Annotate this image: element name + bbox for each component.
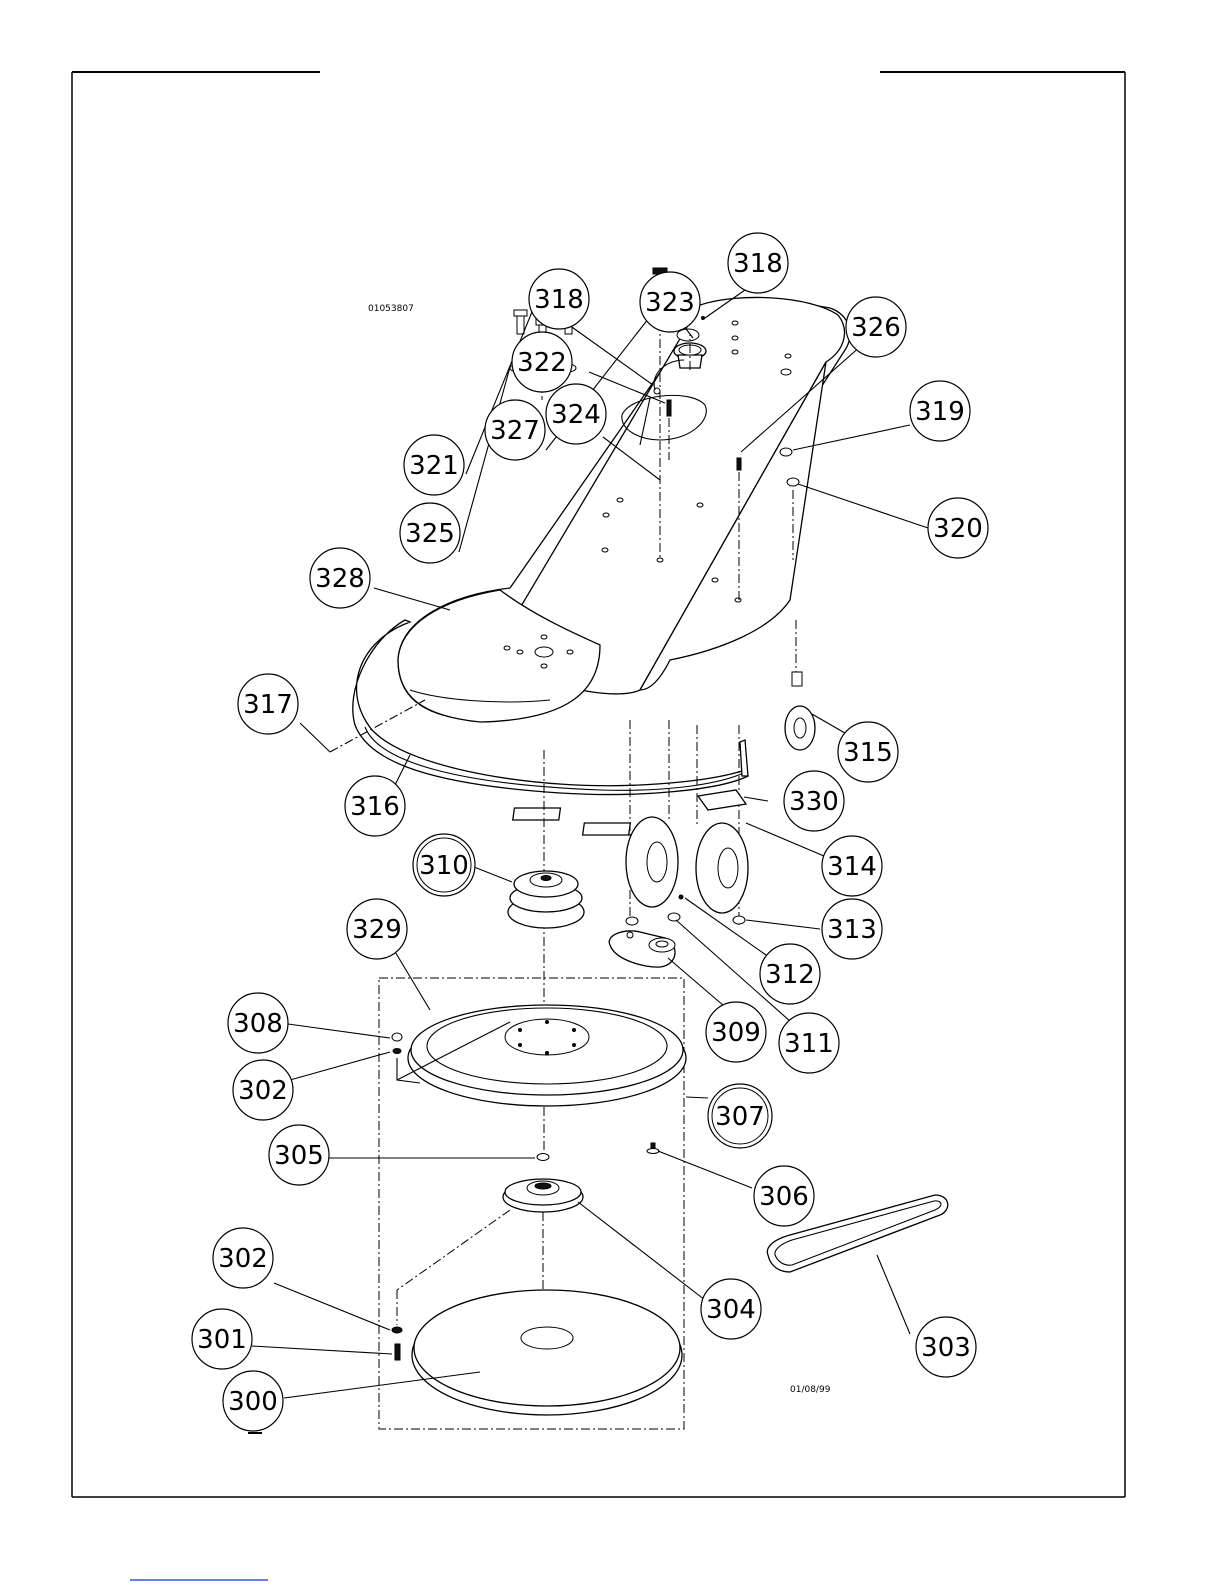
svg-text:302: 302: [238, 1076, 288, 1106]
callout-309: 309: [706, 1002, 766, 1062]
svg-text:310: 310: [419, 851, 469, 881]
hub-304: [503, 1179, 583, 1212]
callout-327: 327: [485, 400, 545, 460]
callout-330: 330: [784, 771, 844, 831]
callout-305: 305: [269, 1125, 329, 1185]
caster-315: [785, 620, 815, 750]
svg-text:321: 321: [409, 451, 459, 481]
svg-text:313: 313: [827, 915, 877, 945]
callout-302-lower: 302: [213, 1228, 273, 1288]
svg-text:301: 301: [197, 1325, 247, 1355]
callout-310: 310: [413, 834, 475, 896]
svg-text:318: 318: [733, 249, 783, 279]
callout-319: 319: [910, 381, 970, 441]
callout-307: 307: [708, 1084, 772, 1148]
svg-text:304: 304: [706, 1295, 756, 1325]
pad-300: [412, 1290, 682, 1415]
svg-text:326: 326: [851, 313, 901, 343]
callout-315: 315: [838, 722, 898, 782]
nut-311: [626, 917, 638, 925]
svg-text:327: 327: [490, 416, 540, 446]
drawing-number: 01053807: [368, 304, 414, 314]
callout-306: 306: [754, 1166, 814, 1226]
callout-325: 325: [400, 503, 460, 563]
pad-driver-329: [408, 1005, 686, 1106]
svg-text:303: 303: [921, 1333, 971, 1363]
nut-311b: [668, 913, 680, 921]
callout-301: 301: [192, 1309, 252, 1369]
svg-text:305: 305: [274, 1141, 324, 1171]
svg-text:309: 309: [711, 1018, 761, 1048]
nut-308: [392, 1033, 402, 1041]
band-end: [740, 740, 748, 776]
callout-302-upper: 302: [233, 1060, 293, 1120]
callout-318-top: 318: [728, 233, 788, 293]
svg-text:324: 324: [551, 400, 601, 430]
washer-302a: [393, 1049, 401, 1054]
callout-303: 303: [916, 1317, 976, 1377]
svg-text:330: 330: [789, 787, 839, 817]
callout-324: 324: [546, 384, 606, 444]
part-306: [647, 1143, 659, 1154]
callout-308: 308: [228, 993, 288, 1053]
nut-312: [679, 895, 683, 899]
svg-text:312: 312: [765, 960, 815, 990]
callout-318-left: 318: [529, 269, 589, 329]
callout-312: 312: [760, 944, 820, 1004]
svg-text:307: 307: [715, 1102, 765, 1132]
nut-313: [733, 916, 745, 924]
washer-302b: [392, 1327, 402, 1333]
svg-text:306: 306: [759, 1182, 809, 1212]
callout-314: 314: [822, 836, 882, 896]
callout-311: 311: [779, 1013, 839, 1073]
svg-text:320: 320: [933, 514, 983, 544]
svg-text:329: 329: [352, 915, 402, 945]
callout-329: 329: [347, 899, 407, 959]
svg-text:323: 323: [645, 288, 695, 318]
svg-text:308: 308: [233, 1009, 283, 1039]
bolt-301: [395, 1344, 400, 1360]
svg-text:325: 325: [405, 519, 455, 549]
callout-328: 328: [310, 548, 370, 608]
callout-300: 300: [223, 1371, 283, 1431]
callout-320: 320: [928, 498, 988, 558]
callout-313: 313: [822, 899, 882, 959]
svg-text:319: 319: [915, 397, 965, 427]
svg-text:328: 328: [315, 564, 365, 594]
svg-text:314: 314: [827, 852, 877, 882]
callout-326: 326: [846, 297, 906, 357]
svg-text:318: 318: [534, 285, 584, 315]
washer-305: [537, 1154, 549, 1161]
callout-316: 316: [345, 776, 405, 836]
date-code: 01/08/99: [790, 1385, 831, 1395]
svg-text:317: 317: [243, 690, 293, 720]
callout-321: 321: [404, 435, 464, 495]
svg-text:302: 302: [218, 1244, 268, 1274]
svg-text:315: 315: [843, 738, 893, 768]
svg-text:316: 316: [350, 792, 400, 822]
callout-304: 304: [701, 1279, 761, 1339]
callout-317: 317: [238, 674, 298, 734]
svg-text:300: 300: [228, 1387, 278, 1417]
svg-text:322: 322: [517, 348, 567, 378]
callout-322: 322: [512, 332, 572, 392]
svg-text:311: 311: [784, 1029, 834, 1059]
callout-323: 323: [640, 272, 700, 332]
idler-309: [609, 931, 675, 967]
